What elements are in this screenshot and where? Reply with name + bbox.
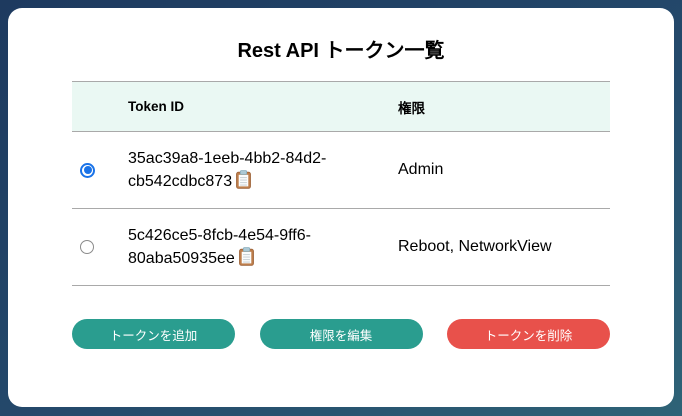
token-id-cell: 35ac39a8-1eeb-4bb2-84d2-cb542cdbc873: [128, 147, 398, 193]
radio-cell: [72, 162, 128, 178]
token-id-value: 35ac39a8-1eeb-4bb2-84d2-cb542cdbc873: [128, 150, 327, 190]
table-row[interactable]: 5c426ce5-8fcb-4e54-9ff6-80aba50935ee Reb…: [72, 209, 610, 286]
table-row[interactable]: 35ac39a8-1eeb-4bb2-84d2-cb542cdbc873 Adm…: [72, 132, 610, 209]
token-id-cell: 5c426ce5-8fcb-4e54-9ff6-80aba50935ee: [128, 224, 398, 270]
page-title: Rest API トークン一覧: [237, 40, 445, 62]
token-list-card: Rest API トークン一覧 Token ID 権限 35ac39a8-1ee…: [8, 8, 674, 407]
add-token-button[interactable]: トークンを追加: [72, 319, 235, 349]
token-id-value: 5c426ce5-8fcb-4e54-9ff6-80aba50935ee: [128, 227, 311, 267]
token-table: Token ID 権限 35ac39a8-1eeb-4bb2-84d2-cb54…: [72, 81, 610, 286]
clipboard-icon[interactable]: [238, 247, 254, 266]
token-radio[interactable]: [80, 240, 94, 254]
edit-permission-button[interactable]: 権限を編集: [259, 319, 423, 349]
table-header-row: Token ID 権限: [72, 82, 610, 132]
delete-token-button[interactable]: トークンを削除: [447, 319, 610, 349]
column-header-token-id: Token ID: [128, 99, 185, 114]
clipboard-icon[interactable]: [236, 170, 251, 189]
action-buttons: トークンを追加 権限を編集 トークンを削除: [72, 319, 610, 349]
permission-value: Reboot, NetworkView: [398, 238, 552, 255]
token-radio[interactable]: [80, 162, 95, 178]
permission-value: Admin: [398, 161, 444, 178]
radio-cell: [72, 240, 128, 254]
column-header-permission: 権限: [398, 100, 425, 116]
